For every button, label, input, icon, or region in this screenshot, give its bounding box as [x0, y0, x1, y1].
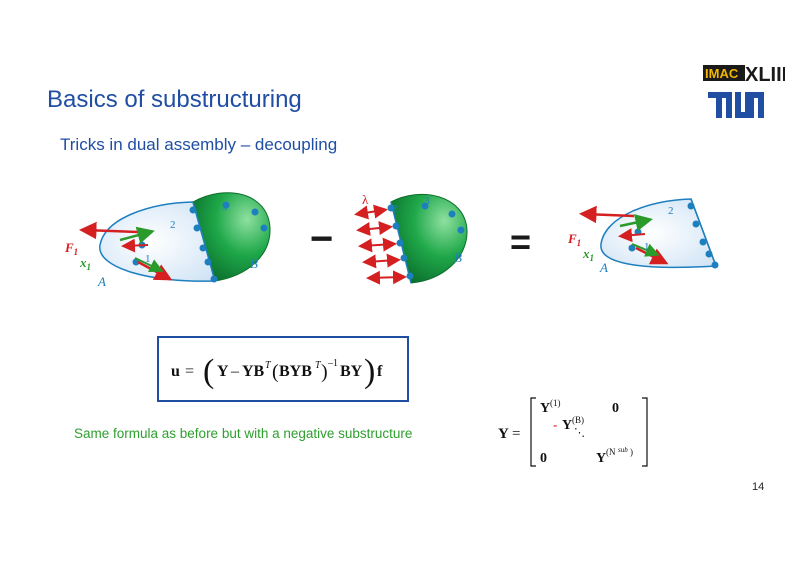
- imac-logo-text: IMAC: [705, 66, 739, 81]
- svg-text:0: 0: [540, 451, 547, 466]
- right-label-force: F1: [567, 231, 581, 248]
- tum-logo: [708, 92, 764, 118]
- svg-text:T: T: [315, 360, 322, 371]
- svg-text:(: (: [272, 361, 279, 383]
- svg-text:): ): [321, 361, 328, 383]
- substructure-a-shape: [99, 201, 216, 282]
- label-a: A: [97, 274, 106, 289]
- svg-text:f: f: [377, 363, 383, 380]
- svg-text:=: =: [512, 426, 520, 442]
- left-assembly: 2 3 1 A B F1 x1: [64, 192, 271, 289]
- svg-text:0: 0: [612, 401, 619, 416]
- lambda-arrows: [354, 204, 407, 285]
- right-node-label-2: 2: [668, 205, 674, 217]
- block-diagonal-matrix: Y = Y (1) 0 - Y (B) ⋱ 0 Y (N sub ): [498, 397, 648, 467]
- slide-subtitle: Tricks in dual assembly – decoupling: [60, 135, 338, 154]
- node-label-1: 1: [145, 253, 151, 265]
- substructure-a-result: [600, 198, 718, 269]
- label-displacement: x1: [79, 255, 91, 272]
- label-b: B: [250, 256, 258, 271]
- svg-text:-: -: [553, 417, 557, 432]
- svg-text:): ): [364, 353, 375, 390]
- page-number: 14: [752, 481, 765, 493]
- slide-title: Basics of substructuring: [47, 86, 302, 113]
- formula-box: [157, 336, 409, 402]
- interface-nodes: [132, 201, 268, 283]
- svg-text:(B): (B): [572, 415, 584, 425]
- decoupling-formula: u = ( Y – YB T ( BYB T ) –1 BY ) f: [171, 353, 383, 390]
- svg-text:T: T: [265, 360, 272, 371]
- svg-text:sub: sub: [618, 446, 628, 454]
- svg-text:): ): [630, 447, 633, 457]
- svg-text:Y: Y: [596, 451, 606, 466]
- svg-text:(: (: [203, 353, 214, 390]
- svg-text:XLIII: XLIII: [745, 64, 785, 86]
- imac-logo: IMAC XLIII: [703, 64, 785, 86]
- mid-node-label-3: 3: [424, 195, 430, 207]
- svg-text:Y: Y: [217, 363, 229, 380]
- label-lambda: λ: [362, 192, 369, 207]
- svg-text:=: =: [185, 363, 194, 380]
- note-text: Same formula as before but with a negati…: [74, 426, 413, 441]
- svg-text:BY: BY: [340, 363, 363, 380]
- svg-text:⋱: ⋱: [574, 427, 585, 439]
- right-label-a: A: [599, 260, 608, 275]
- svg-text:(N: (N: [606, 447, 616, 457]
- equals-sign: =: [510, 221, 531, 262]
- substructure-b-negative: [390, 194, 468, 284]
- right-label-displacement: x1: [582, 246, 594, 263]
- svg-text:BYB: BYB: [279, 363, 312, 380]
- svg-text:u: u: [171, 363, 180, 380]
- node-label-2: 2: [170, 219, 176, 231]
- svg-text:YB: YB: [242, 363, 265, 380]
- svg-text:–: –: [230, 363, 240, 380]
- right-assembly: 2 1 A F1 x1: [567, 198, 719, 275]
- svg-text:Y: Y: [540, 401, 550, 416]
- node-label-3: 3: [222, 201, 228, 213]
- svg-text:–1: –1: [327, 358, 338, 369]
- svg-text:Y: Y: [562, 418, 572, 433]
- svg-text:(1): (1): [550, 398, 561, 408]
- force-arrow: [79, 221, 139, 240]
- mid-label-b: B: [454, 250, 462, 265]
- minus-sign: −: [310, 217, 333, 261]
- mid-node-label-2: 2: [392, 203, 398, 215]
- svg-text:Y: Y: [498, 426, 509, 442]
- label-force: F1: [64, 240, 78, 257]
- middle-assembly: λ 2 3 B: [354, 192, 468, 285]
- substructure-b-shape: [192, 192, 271, 282]
- right-node-label-1: 1: [644, 241, 650, 253]
